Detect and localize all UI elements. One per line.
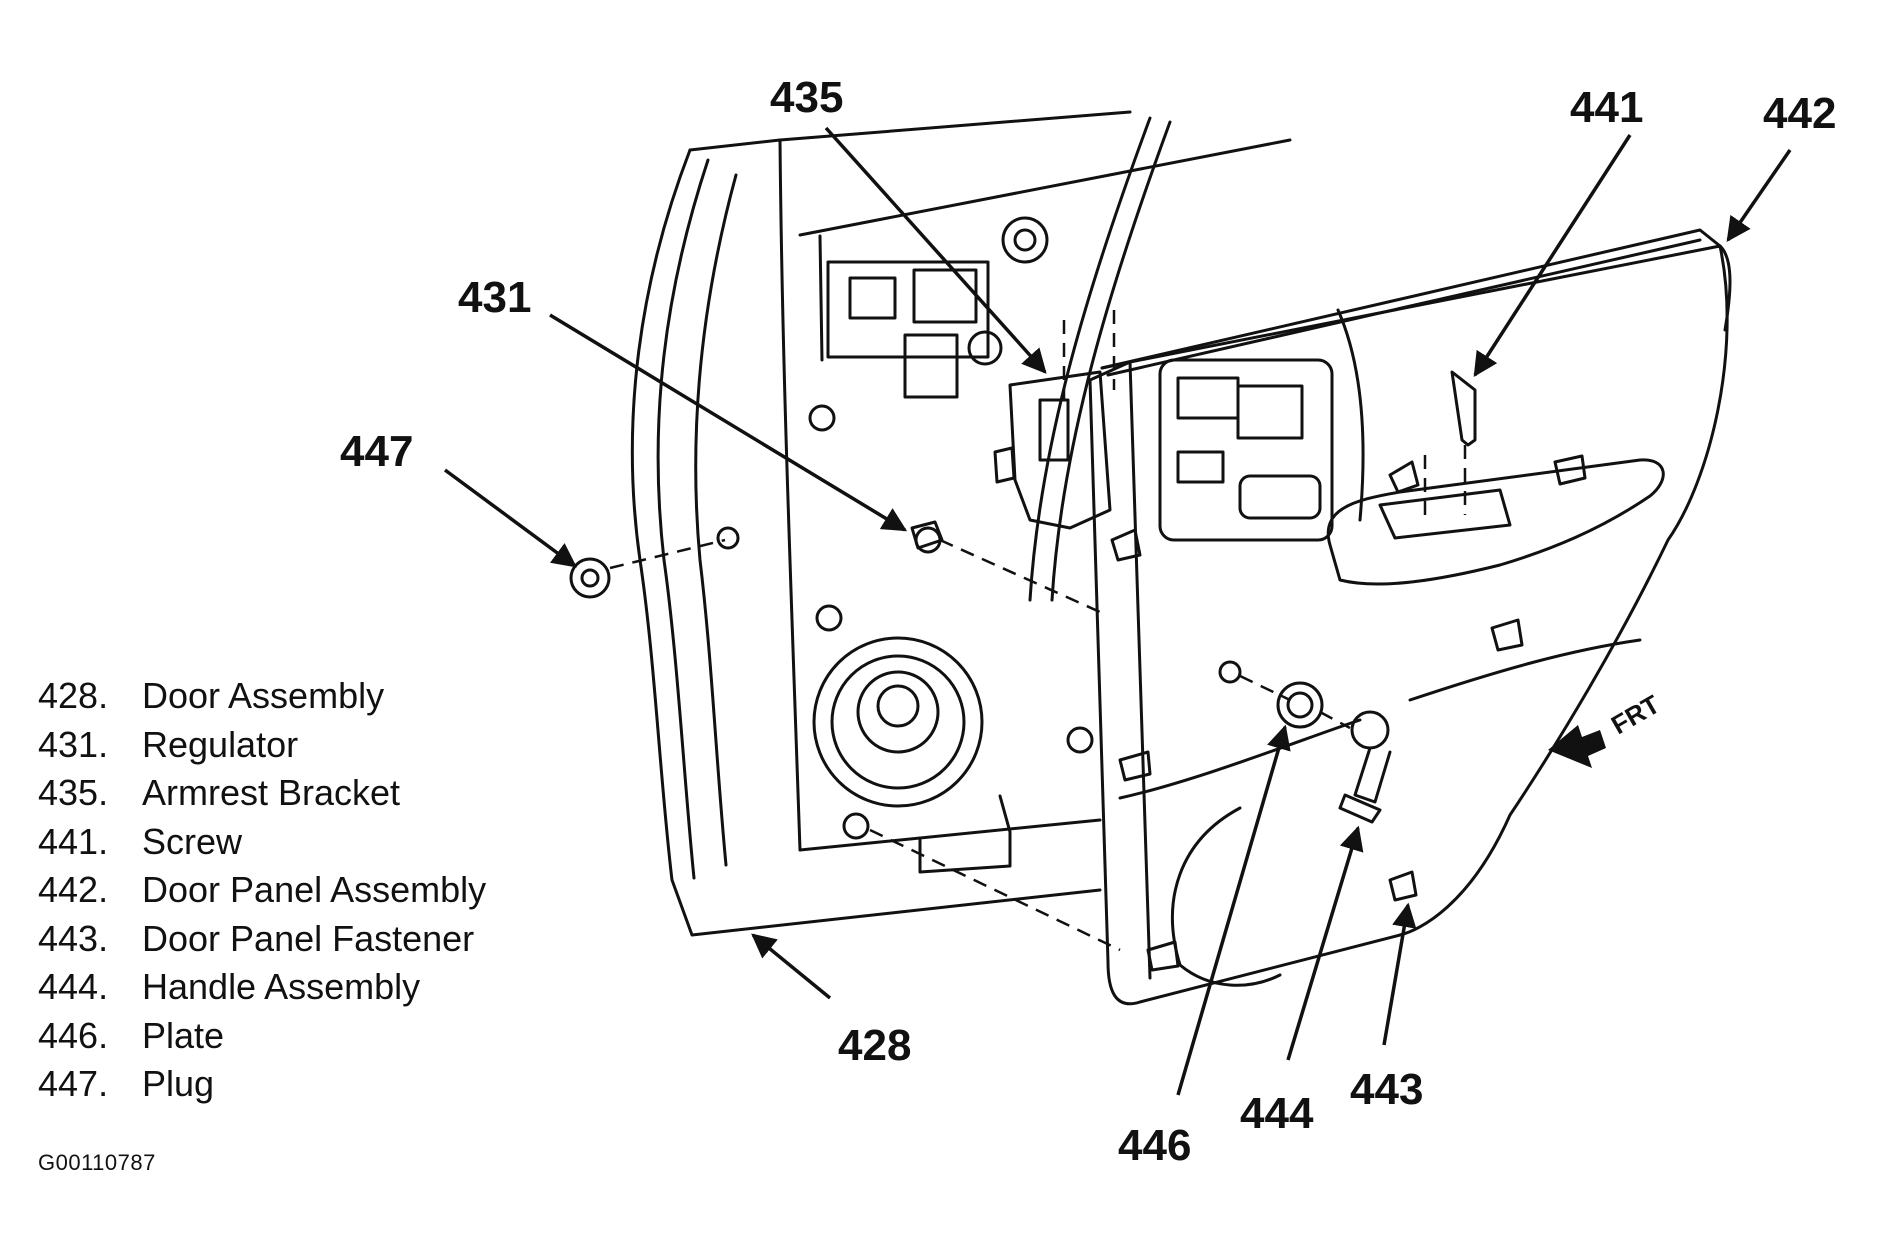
plate [1218, 660, 1324, 729]
legend-item: 441.Screw [38, 820, 243, 862]
alignment-lines [609, 310, 1467, 952]
callout-444: 444 [1240, 1089, 1314, 1138]
leader-arrows [443, 126, 1792, 1096]
door-panel-assembly [1088, 228, 1732, 1006]
callout-431: 431 [458, 273, 531, 322]
callout-441: 441 [1570, 83, 1643, 132]
legend-item: 444.Handle Assembly [38, 966, 421, 1007]
legend-item: 435.Armrest Bracket [38, 772, 401, 813]
callout-446: 446 [1118, 1121, 1191, 1170]
legend-item: 447.Plug [38, 1063, 215, 1104]
callout-443: 443 [1350, 1065, 1423, 1114]
screw [1450, 370, 1477, 447]
legend-item: 446.Plate [38, 1014, 225, 1056]
handle-assembly [1338, 710, 1392, 824]
callout-442: 442 [1763, 89, 1836, 138]
legend-item: 428.Door Assembly [38, 675, 385, 716]
parts-legend: 428.Door Assembly 431.Regulator 435.Armr… [38, 672, 486, 1109]
figure-id: G00110787 [38, 1150, 156, 1175]
callout-428: 428 [838, 1021, 911, 1070]
plug [569, 557, 611, 599]
panel-fasteners [1110, 454, 1587, 972]
svg-text:FRT: FRT [1606, 689, 1665, 740]
door-assembly [630, 110, 1292, 937]
callout-435: 435 [770, 73, 843, 122]
legend-item: 443.Door Panel Fastener [38, 917, 475, 959]
legend-item: 431.Regulator [38, 723, 299, 765]
callout-447: 447 [340, 427, 413, 476]
armrest-bracket [993, 370, 1112, 530]
legend-item: 442.Door Panel Assembly [38, 869, 487, 910]
